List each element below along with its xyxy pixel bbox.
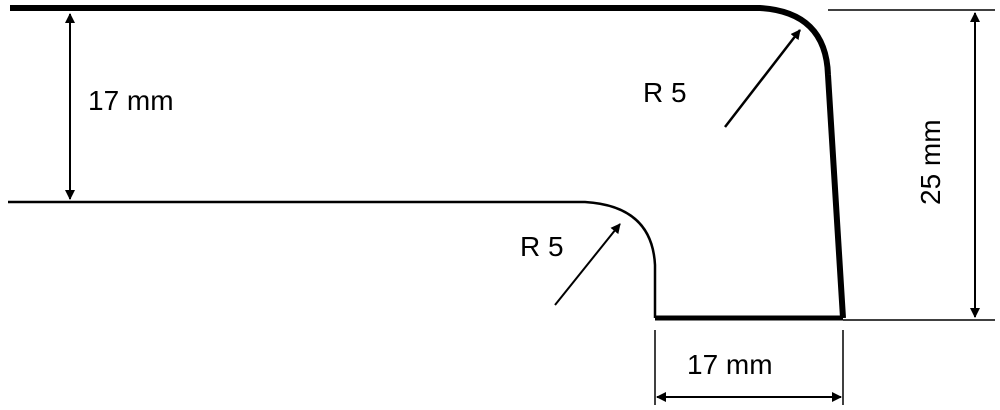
bottom-width-label: 17 mm [687,349,773,380]
inner-radius-label: R 5 [520,231,564,262]
radius-leader-top [724,29,801,128]
left-height-label: 17 mm [88,85,174,116]
top-radius-label: R 5 [643,77,687,108]
top-edge-profile [10,5,846,319]
radius-leader-inner [554,223,621,306]
inner-step-profile [8,200,657,318]
total-height-label: 25 mm [915,119,946,205]
